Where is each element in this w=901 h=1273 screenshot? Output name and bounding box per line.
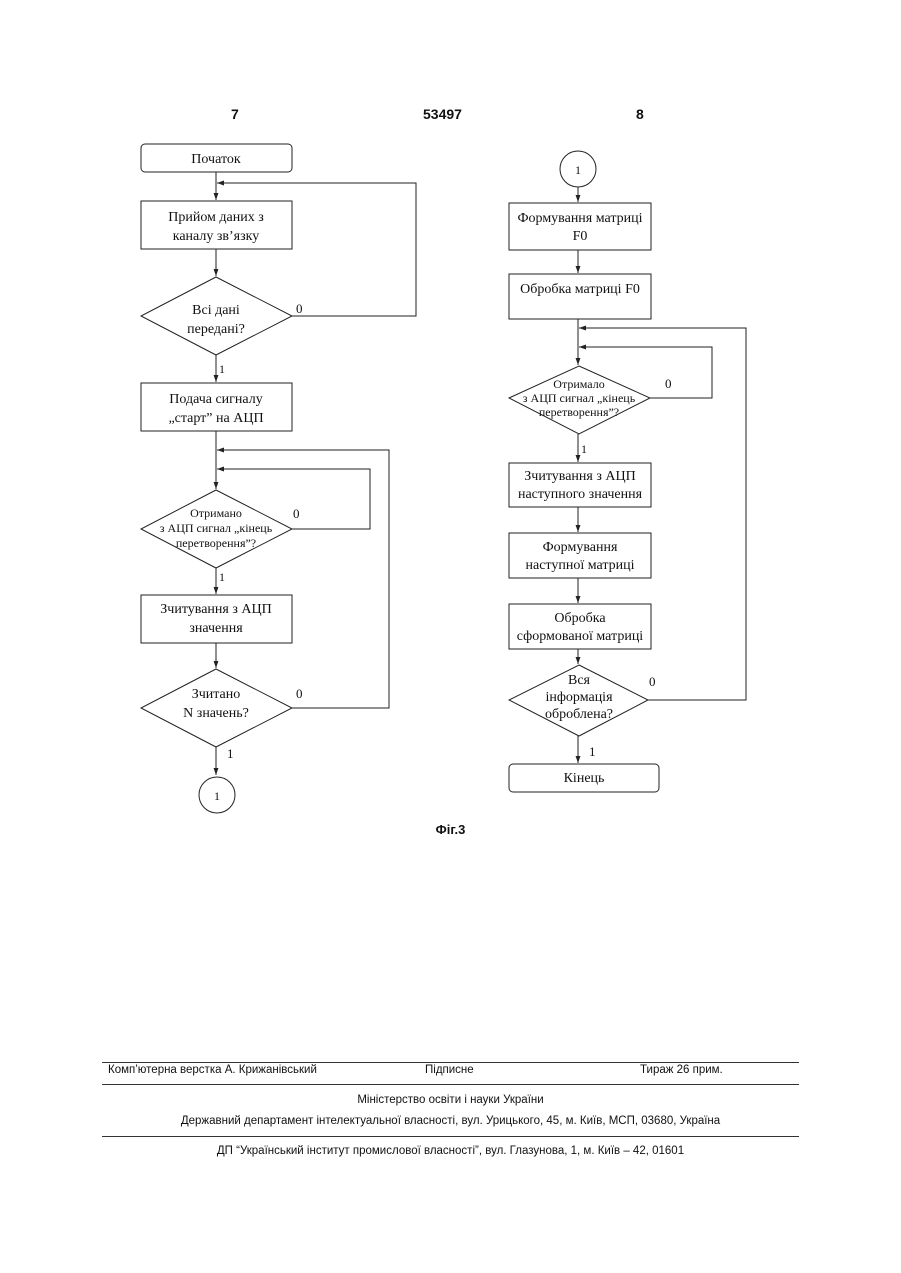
- signal-line-1: Подача сигналу: [169, 392, 263, 407]
- read-line-1: Зчитування з АЦП: [160, 602, 271, 617]
- all-processed-yes-label: 1: [589, 744, 596, 759]
- connector-label: 1: [214, 789, 220, 803]
- footer-institute: ДП “Український інститут промислової вла…: [0, 1145, 901, 1157]
- process-formed-line-2: сформованої матриці: [517, 629, 644, 644]
- received-line-1: Отримано: [190, 506, 242, 520]
- read-next-line-2: наступного значення: [518, 487, 643, 502]
- all-processed-line-1: Вся: [568, 673, 591, 688]
- footer-divider: [102, 1084, 799, 1085]
- n-read-no-label: 0: [296, 686, 303, 701]
- right-flowchart: 1 Формування матриці F0 Обробка матриці …: [509, 151, 746, 792]
- all-processed-no-label: 0: [649, 674, 656, 689]
- footer-divider: [102, 1136, 799, 1137]
- all-processed-line-3: оброблена?: [545, 707, 613, 722]
- form-next-line-1: Формування: [543, 540, 618, 555]
- received-yes-label: 1: [219, 570, 225, 584]
- read-line-2: значення: [189, 621, 243, 636]
- received-line-2: з АЦП сигнал „кінець: [160, 521, 273, 535]
- end-label: Кінець: [564, 771, 605, 786]
- receive-line-2: каналу зв’язку: [173, 229, 260, 244]
- footer-divider: [102, 1062, 799, 1063]
- form-f0-line-1: Формування матриці: [517, 211, 642, 226]
- left-flowchart: Початок Прийом даних з каналу зв’язку Вс…: [141, 144, 416, 813]
- all-processed-line-2: інформація: [545, 690, 613, 705]
- received-no-label: 0: [293, 506, 300, 521]
- received-no-label: 0: [665, 376, 672, 391]
- n-read-line-2: N значень?: [183, 706, 249, 721]
- all-sent-yes-label: 1: [219, 362, 225, 376]
- received-line-2: з АЦП сигнал „кінець: [523, 391, 636, 405]
- footer-department: Державний департамент інтелектуальної вл…: [0, 1115, 901, 1127]
- process-formed-line-1: Обробка: [554, 611, 606, 626]
- n-loop-line: [217, 450, 389, 708]
- footer-layout-credit: Комп’ютерна верстка А. Крижанівський: [108, 1064, 317, 1076]
- process-f0-label: Обробка матриці F0: [520, 282, 640, 297]
- received-yes-label: 1: [581, 442, 587, 456]
- receive-line-1: Прийом даних з: [168, 210, 264, 225]
- flowchart-figure: Початок Прийом даних з каналу зв’язку Вс…: [0, 0, 901, 860]
- received-line-1: Отримало: [553, 377, 604, 391]
- form-f0-line-2: F0: [573, 229, 588, 244]
- all-sent-line-2: передані?: [187, 322, 245, 337]
- received-line-3: перетворення”?: [176, 536, 256, 550]
- signal-line-2: „старт” на АЦП: [168, 411, 263, 426]
- all-sent-line-1: Всі дані: [192, 303, 240, 318]
- footer-ministry: Міністерство освіти і науки України: [0, 1094, 901, 1106]
- figure-caption: Фіг.3: [0, 822, 901, 837]
- n-read-yes-label: 1: [227, 746, 234, 761]
- all-sent-no-label: 0: [296, 301, 303, 316]
- read-next-line-1: Зчитування з АЦП: [524, 469, 635, 484]
- form-next-line-2: наступної матриці: [525, 558, 634, 573]
- received-line-3: перетворення”?: [539, 405, 619, 419]
- connector-label: 1: [575, 163, 581, 177]
- footer-print-run: Тираж 26 прим.: [640, 1064, 723, 1076]
- footer-signed: Підписне: [425, 1064, 474, 1076]
- n-read-line-1: Зчитано: [192, 687, 241, 702]
- start-label: Початок: [191, 152, 241, 167]
